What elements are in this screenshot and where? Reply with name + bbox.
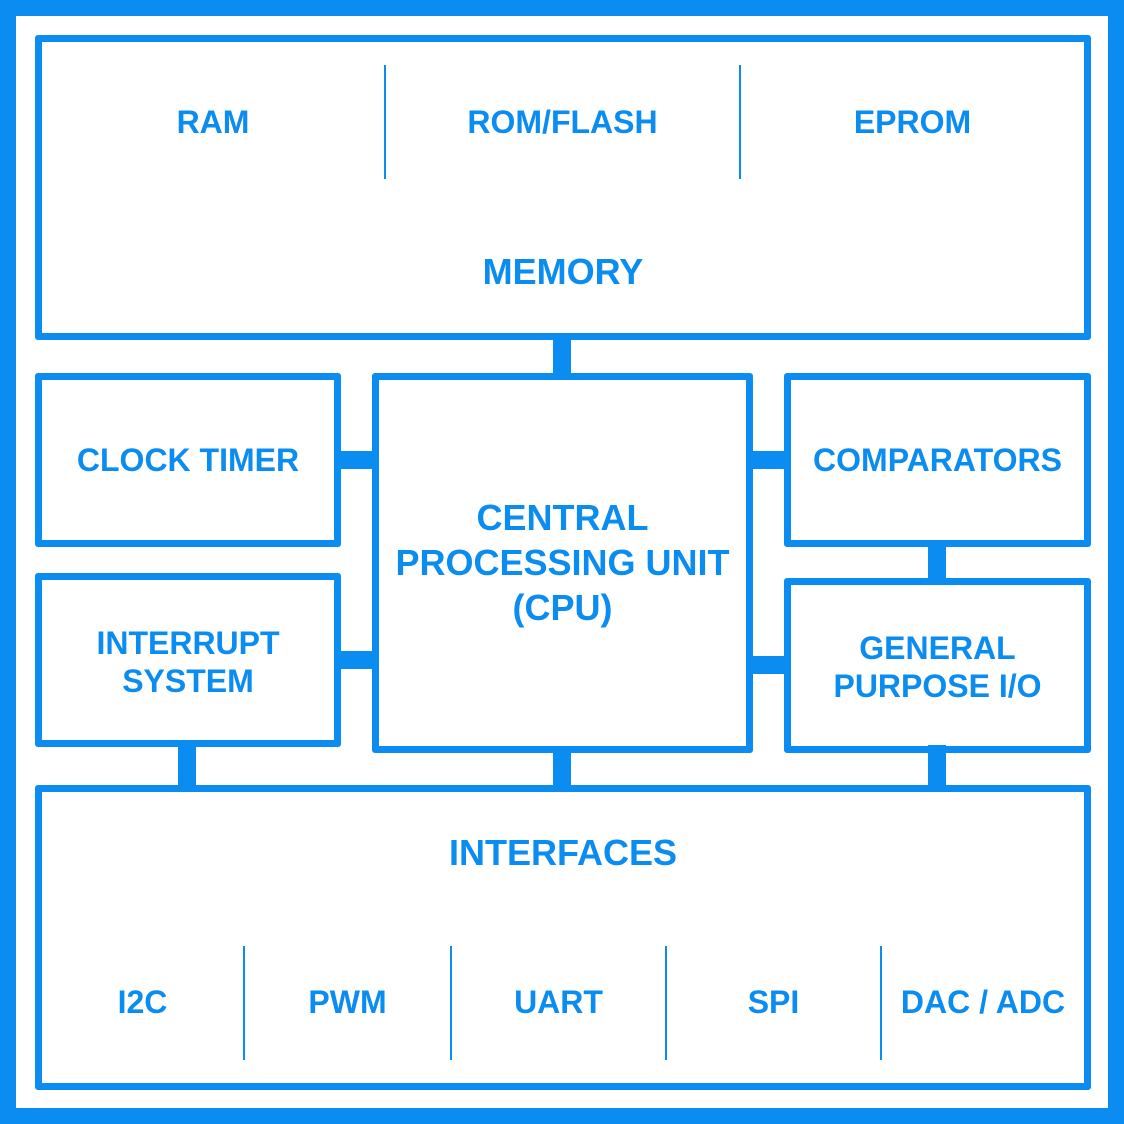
memory-title: MEMORY: [482, 251, 644, 292]
clock-timer-block: [35, 373, 341, 547]
cpu-block: [372, 373, 753, 753]
connector-interrupt-cpu: [339, 651, 374, 669]
interfaces-divider: [880, 946, 882, 1060]
interface-cell-dac-adc: DAC / ADC: [900, 984, 1066, 1020]
gpio-label-line2: PURPOSE I/O: [833, 668, 1042, 704]
interrupt-system-block: [35, 573, 341, 747]
interrupt-system-label-line1: INTERRUPT: [96, 625, 280, 661]
connector-cpu-comparators: [751, 451, 786, 469]
interfaces-title: INTERFACES: [448, 832, 678, 873]
cpu-label-line3: (CPU): [512, 587, 613, 628]
connector-clock-cpu: [339, 451, 374, 469]
interfaces-divider: [665, 946, 667, 1060]
comparators-label: COMPARATORS: [813, 442, 1062, 478]
memory-divider: [384, 65, 386, 179]
interfaces-block: [35, 785, 1091, 1090]
gpio-block: [784, 578, 1091, 753]
connector-cpu-gpio: [751, 656, 786, 674]
memory-cell-ram: RAM: [176, 104, 250, 140]
connector-cpu-interfaces: [553, 751, 571, 788]
memory-divider: [739, 65, 741, 179]
memory-cell-eprom: EPROM: [853, 104, 972, 140]
comparators-block: [784, 373, 1091, 547]
interfaces-divider: [450, 946, 452, 1060]
cpu-label-line2: PROCESSING UNIT: [395, 542, 730, 583]
interface-cell-pwm: PWM: [308, 984, 387, 1020]
connector-interrupt-interfaces: [178, 745, 196, 788]
connector-comparators-gpio: [928, 545, 946, 580]
interface-cell-i2c: I2C: [117, 984, 168, 1020]
memory-block: [35, 35, 1091, 340]
interface-cell-spi: SPI: [747, 984, 800, 1020]
connector-memory-cpu: [553, 338, 571, 376]
memory-cell-rom-flash: ROM/FLASH: [467, 104, 658, 140]
interface-cell-uart: UART: [514, 984, 603, 1020]
cpu-label-line1: CENTRAL: [476, 497, 649, 538]
interrupt-system-label-line2: SYSTEM: [122, 663, 254, 699]
clock-timer-label: CLOCK TIMER: [76, 442, 300, 478]
connector-gpio-interfaces: [928, 745, 946, 788]
gpio-label-line1: GENERAL: [859, 630, 1016, 666]
interfaces-divider: [243, 946, 245, 1060]
